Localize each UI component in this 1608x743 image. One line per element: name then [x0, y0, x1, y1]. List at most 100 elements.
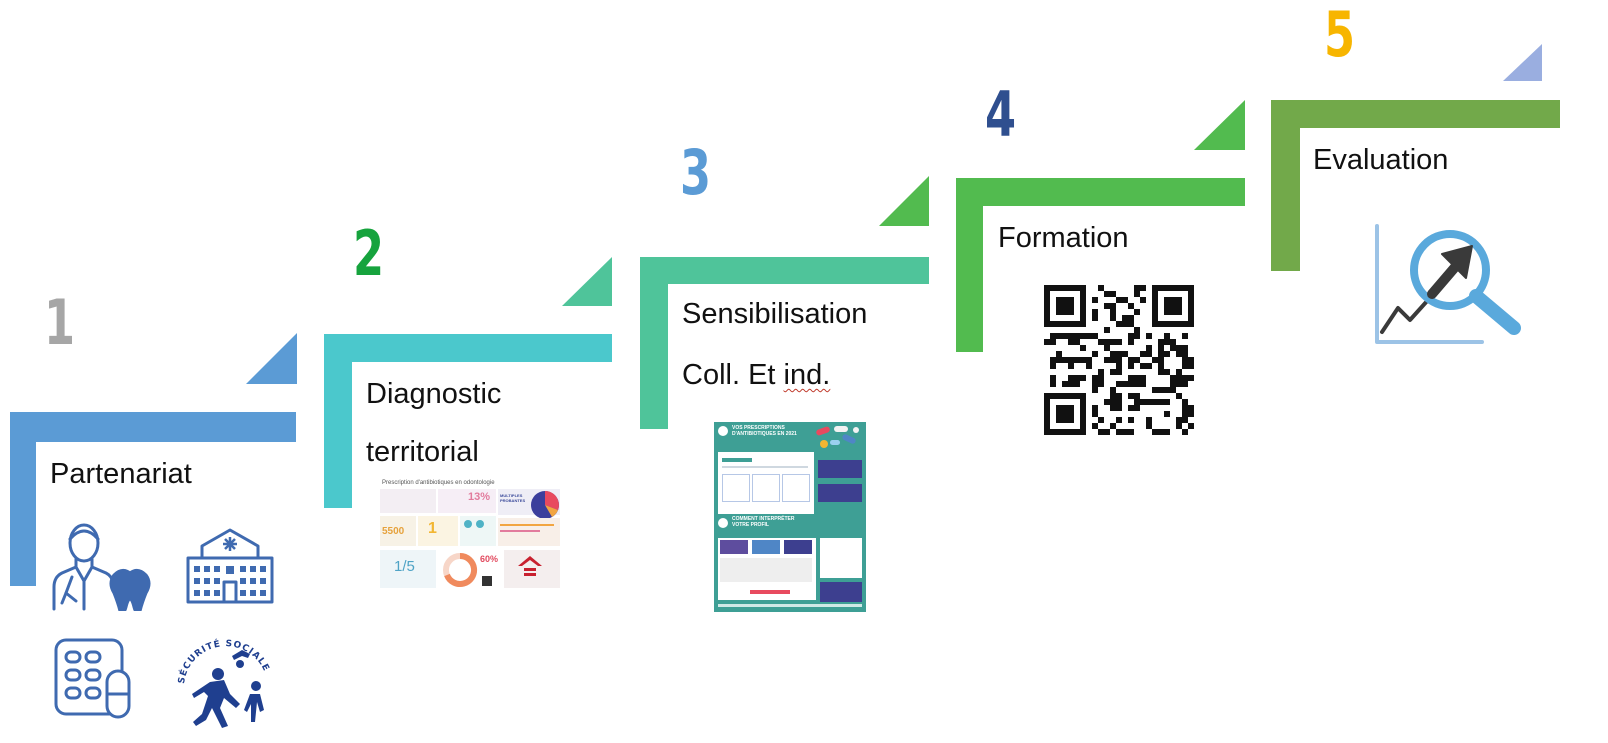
qr-module — [1074, 375, 1080, 381]
qr-module — [1110, 387, 1116, 393]
thumb-line — [500, 530, 540, 532]
step-arrow-4 — [1194, 100, 1245, 150]
qr-module — [1140, 381, 1146, 387]
qr-module — [1164, 429, 1170, 435]
qr-module — [1128, 429, 1134, 435]
qr-module — [1092, 333, 1098, 339]
thumbnail-title: Prescription d'antibiotiques en odontolo… — [382, 480, 495, 486]
qr-module — [1098, 429, 1104, 435]
qr-module — [1110, 291, 1116, 297]
thumb-panel — [498, 518, 560, 546]
qr-module — [1116, 339, 1122, 345]
step-bar-vertical-3 — [640, 257, 668, 429]
qr-module — [1170, 381, 1176, 387]
poster-callout — [818, 484, 862, 502]
qr-module — [1092, 423, 1098, 429]
qr-module — [1116, 363, 1122, 369]
qr-module — [1158, 363, 1164, 369]
qr-module — [1116, 429, 1122, 435]
qr-module — [1164, 369, 1170, 375]
qr-module — [1050, 363, 1056, 369]
thumb-stat-1: 13% — [468, 491, 491, 503]
qr-module — [1146, 363, 1152, 369]
qr-module — [1122, 351, 1128, 357]
qr-module — [1128, 339, 1134, 345]
poster-icon — [718, 518, 728, 528]
analytics-magnifier-icon — [1370, 220, 1526, 348]
thumb-stat-3: 1 — [428, 520, 437, 537]
qr-module — [1116, 357, 1122, 363]
qr-module — [1134, 375, 1140, 381]
qr-module — [1182, 417, 1188, 423]
qr-module — [1140, 375, 1146, 381]
thumb-stat-6: MULTIPLES PROBANTES — [500, 493, 526, 503]
qr-module — [1182, 381, 1188, 387]
qr-module — [1146, 423, 1152, 429]
qr-module — [1056, 333, 1062, 339]
step-label-3-line2a: Coll. Et — [682, 359, 784, 391]
qr-module — [1182, 429, 1188, 435]
step-bar-horizontal-1 — [10, 412, 296, 442]
step-number-4: 4 — [985, 78, 1017, 151]
qr-module — [1128, 321, 1134, 327]
qr-module — [1140, 351, 1146, 357]
step-bar-horizontal-4 — [956, 178, 1245, 206]
hospital-icon — [184, 526, 276, 606]
qr-module — [1098, 285, 1104, 291]
qr-module — [1050, 357, 1056, 363]
poster-footer — [718, 604, 862, 607]
poster-line — [722, 458, 752, 462]
thumb-panel — [438, 489, 496, 513]
step-bar-vertical-5 — [1271, 100, 1300, 271]
qr-module — [1146, 417, 1152, 423]
qr-module — [1128, 381, 1134, 387]
qr-module — [1176, 345, 1182, 351]
thumb-panel — [380, 489, 436, 513]
qr-module — [1080, 345, 1086, 351]
qr-module — [1104, 327, 1110, 333]
qr-module — [1110, 423, 1116, 429]
qr-module — [1110, 303, 1116, 309]
thumb-house-icon — [516, 554, 544, 580]
qr-module — [1110, 357, 1116, 363]
qr-module — [1116, 417, 1122, 423]
qr-module — [1068, 363, 1074, 369]
qr-module — [1116, 393, 1122, 399]
step-bar-vertical-1 — [10, 412, 36, 586]
qr-module — [1176, 417, 1182, 423]
qr-module — [1176, 393, 1182, 399]
qr-module — [1116, 351, 1122, 357]
qr-module — [1134, 309, 1140, 315]
poster-callout — [818, 460, 862, 478]
qr-module — [1152, 399, 1158, 405]
qr-module — [1152, 357, 1158, 363]
thumb-dot — [476, 520, 484, 528]
qr-module — [1074, 339, 1080, 345]
poster-pills-image — [812, 424, 864, 452]
qr-module — [1110, 315, 1116, 321]
qr-module — [1146, 399, 1152, 405]
logo-text: SÉCURITÉ SOCIALE — [177, 637, 270, 684]
thumb-donut — [442, 552, 478, 588]
thumb-panel — [380, 516, 416, 546]
qr-module — [1062, 333, 1068, 339]
qr-module — [1122, 429, 1128, 435]
step-arrow-3 — [879, 176, 929, 226]
qr-module — [1104, 303, 1110, 309]
thumb-pie-chart — [530, 490, 560, 520]
qr-module — [1110, 393, 1116, 399]
qr-module — [1188, 375, 1194, 381]
qr-module — [1128, 393, 1134, 399]
qr-module — [1086, 363, 1092, 369]
qr-module — [1128, 417, 1134, 423]
qr-module — [1128, 357, 1134, 363]
qr-module — [1146, 333, 1152, 339]
poster-box — [782, 474, 810, 502]
qr-module — [1188, 405, 1194, 411]
qr-module — [1098, 381, 1104, 387]
qr-module — [1062, 357, 1068, 363]
sensibilisation-poster-thumbnail: VOS PRESCRIPTIONS D'ANTIBIOTIQUES EN 202… — [714, 422, 866, 612]
qr-module — [1098, 375, 1104, 381]
qr-module — [1092, 375, 1098, 381]
qr-module — [1176, 423, 1182, 429]
